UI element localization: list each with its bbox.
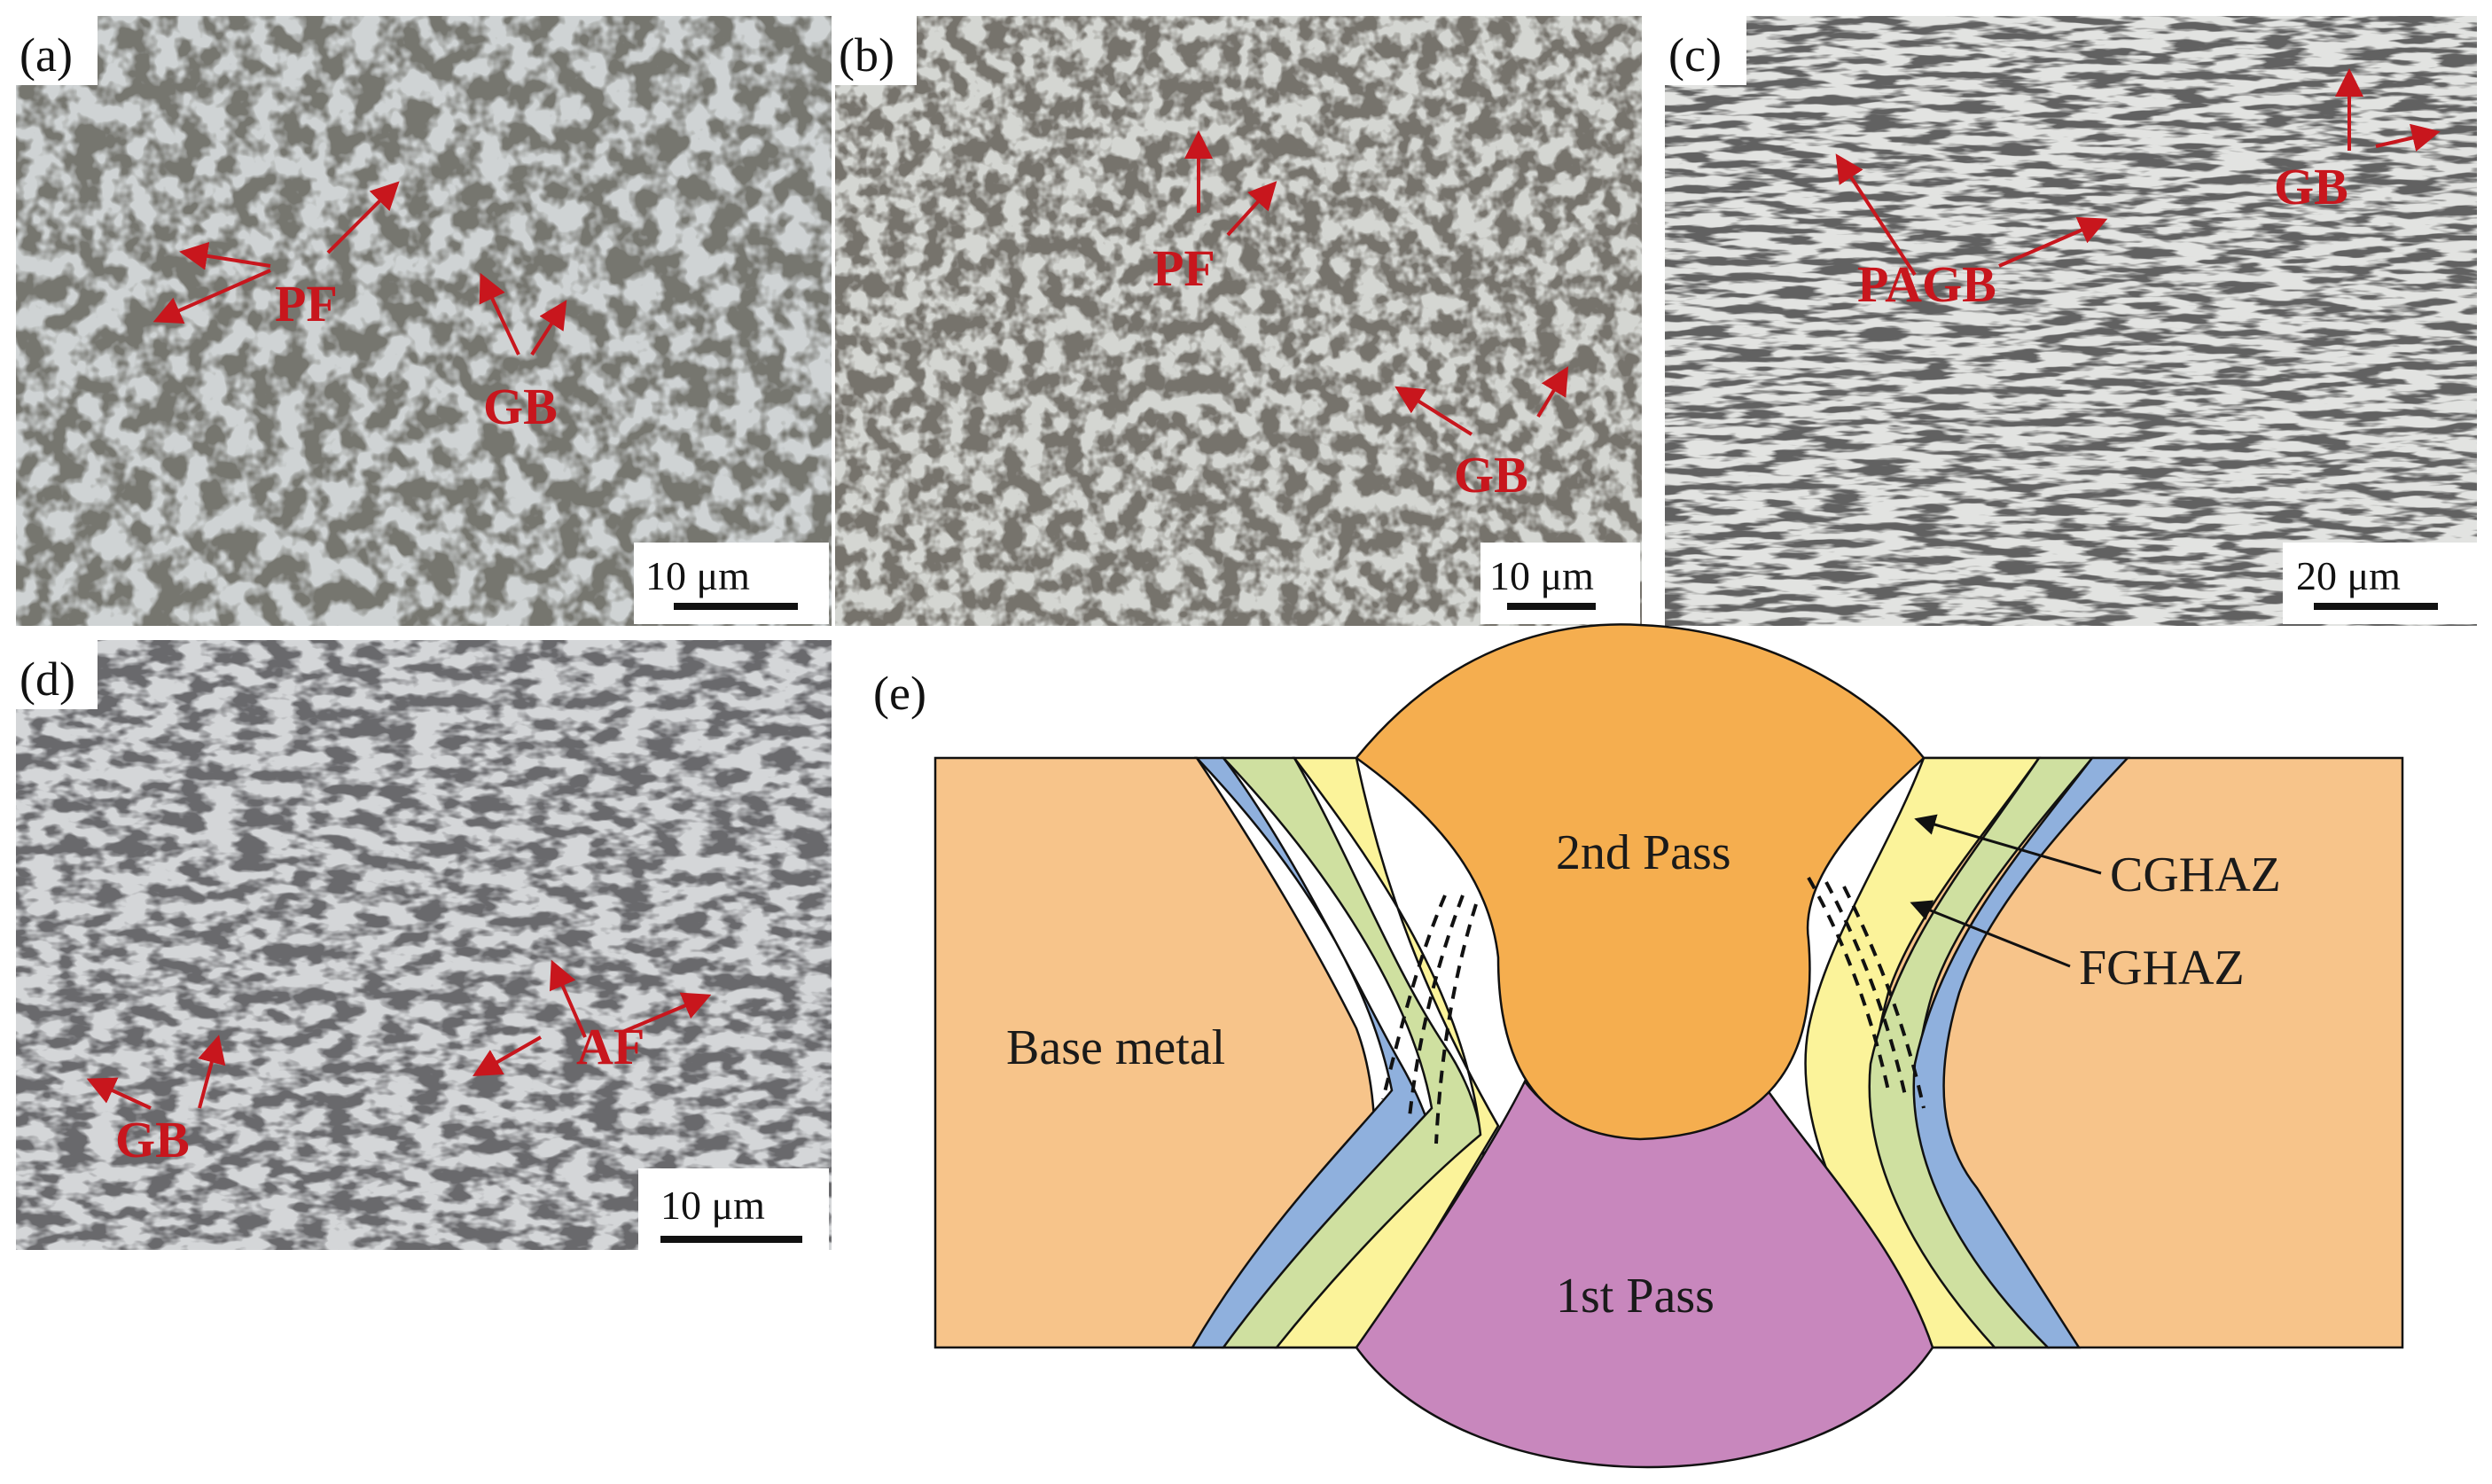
gb-arrow — [2375, 123, 2441, 152]
cghaz-left — [1274, 756, 1500, 1349]
gb-label: GB — [1454, 446, 1528, 504]
fghaz-pointer — [1910, 900, 2071, 968]
panel-d-letter-box — [16, 640, 98, 709]
fusion-line-dashed — [1807, 877, 1890, 1091]
fghaz-right — [1868, 756, 2095, 1349]
panel-c-letter-box — [1665, 16, 1746, 85]
fusion-line-dashed — [1434, 903, 1478, 1144]
cghaz-label: CGHAZ — [2110, 847, 2281, 902]
pf-arrow — [179, 241, 271, 270]
micrograph-a-texture — [16, 16, 832, 626]
panel-d-letter: (d) — [20, 652, 75, 706]
fghaz-label: FGHAZ — [2079, 941, 2245, 996]
scale-bar-label-d: 10 μm — [660, 1183, 765, 1228]
pf-arrow — [326, 181, 400, 254]
scale-bar-box-c — [2283, 543, 2477, 624]
panel-c-letter: (c) — [1668, 28, 1722, 82]
pagb-arrow — [1835, 153, 1917, 277]
scale-bar-box-a — [634, 543, 829, 624]
panel-b-letter-box — [835, 16, 917, 85]
scale-bar-label-c: 20 μm — [2296, 553, 2401, 598]
panel-d: (d) AF GB 10 μm — [16, 640, 832, 1250]
panel-c: (c) PAGB GB 20 μm — [1665, 16, 2477, 626]
panel-e-letter: (e) — [873, 667, 926, 720]
panel-a-letter-box — [16, 16, 98, 85]
af-label: AF — [576, 1018, 644, 1075]
gb-arrow — [198, 1035, 226, 1109]
panel-e-weld-schematic — [934, 623, 2404, 1469]
base-metal-label: Base metal — [1006, 1020, 1225, 1075]
gb-arrow — [1536, 366, 1569, 418]
fusion-line-dashed — [1842, 886, 1926, 1109]
haz-outer-right — [1912, 756, 2130, 1349]
pf-label: PF — [1152, 239, 1215, 297]
pagb-label: PAGB — [1857, 255, 1996, 313]
pf-arrow — [1226, 181, 1277, 237]
panel-b: (b) PF GB 10 μm — [835, 16, 1642, 626]
micrograph-c-texture — [1665, 16, 2477, 626]
pf-label: PF — [275, 275, 338, 332]
gb-label: GB — [115, 1111, 190, 1168]
micrograph-d-texture — [16, 640, 832, 1250]
af-arrow — [549, 959, 587, 1038]
pagb-arrow — [1998, 216, 2108, 268]
scale-bar-box-b — [1480, 543, 1640, 624]
gb-arrow — [479, 272, 520, 355]
second-pass-label: 2nd Pass — [1556, 825, 1731, 880]
fusion-line-dashed — [1824, 881, 1908, 1100]
fusion-line-dashed — [1381, 894, 1447, 1100]
micrograph-b-texture — [835, 16, 1642, 626]
panel-a-letter: (a) — [20, 28, 73, 82]
af-arrow — [620, 992, 712, 1035]
panel-b-letter: (b) — [839, 28, 894, 82]
scale-bar-label-b: 10 μm — [1489, 553, 1594, 598]
gb-label: GB — [483, 378, 558, 435]
af-arrow — [473, 1035, 542, 1076]
pf-arrow — [152, 269, 271, 324]
panel-a: (a) PF GB 10 μm — [16, 16, 832, 626]
second-pass-bead — [1355, 623, 1926, 1141]
gb-label: GB — [2274, 158, 2348, 215]
gb-arrow — [530, 300, 567, 356]
first-pass-label: 1st Pass — [1556, 1269, 1715, 1324]
gb-arrow — [86, 1077, 152, 1110]
fusion-line-dashed — [1408, 894, 1465, 1118]
cghaz-pointer — [1914, 814, 2102, 875]
scale-bar-label-a: 10 μm — [645, 553, 750, 598]
gb-arrow — [1394, 386, 1473, 436]
